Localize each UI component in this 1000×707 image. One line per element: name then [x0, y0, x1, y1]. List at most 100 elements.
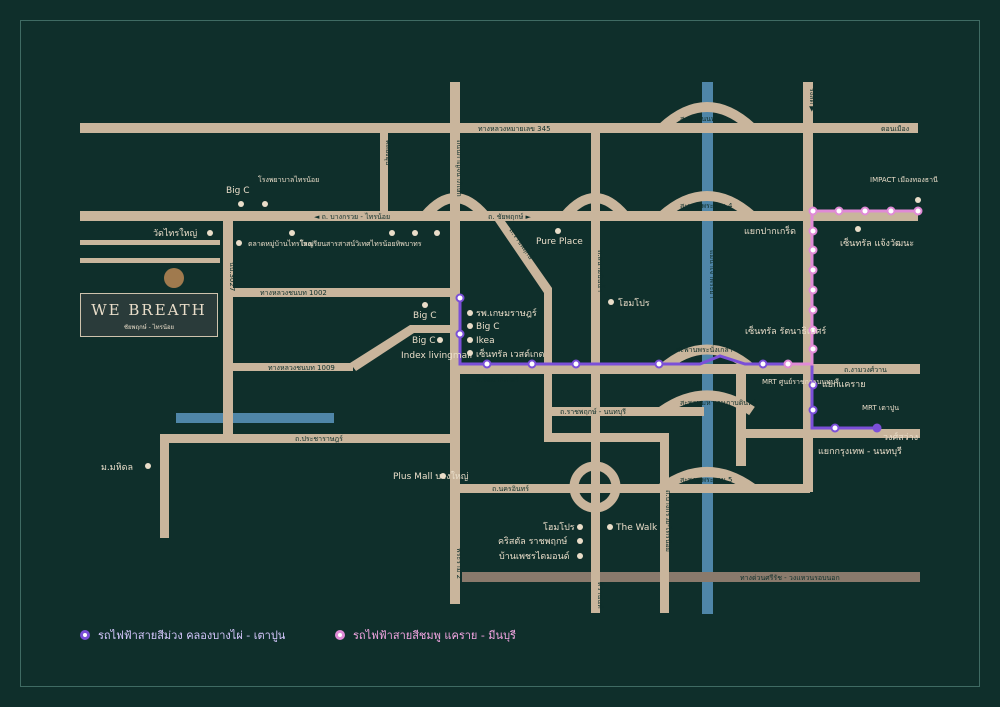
poi-dot: [608, 299, 614, 305]
purple-station: [455, 293, 465, 303]
label-plus-mall: Plus Mall บางใหญ่: [393, 471, 469, 482]
poi-dot: [437, 337, 443, 343]
label-home-pro-2: โฮมโปร: [543, 522, 575, 533]
label-khlong-ub: คลองอุบ: [384, 140, 392, 165]
bridge-phra-ram5: [659, 467, 755, 493]
road-left-1: [80, 240, 220, 245]
purple-station: [482, 359, 492, 369]
poi-dot: [207, 230, 213, 236]
label-rangsit: รังสิต ▶: [808, 88, 816, 112]
label-ratchaphruek-nonthaburi: ถ.ราชพฤกษ์ - นนทบุรี: [560, 408, 626, 416]
poi-dot: [389, 230, 395, 236]
poi-dot: [577, 553, 583, 559]
legend-purple-line: รถไฟฟ้าสายสีม่วง คลองบางไผ่ - เตาปูน: [80, 626, 285, 644]
label-hospital2: รพ.เกษมราษฎร์: [476, 307, 537, 319]
poi-dot: [422, 302, 428, 308]
pink-station: [808, 226, 818, 236]
label-rd-1009: ทางหลวงชนบท 1009: [268, 364, 335, 372]
label-bridge-phra-ram5: สะพานพระราม 5: [680, 476, 732, 484]
purple-station: [808, 405, 818, 415]
label-kanchanaphisek: ถนนกาญจนาภิเษก: [455, 140, 463, 197]
label-the-walk: The Walk: [615, 523, 658, 533]
label-central-chaengwattana: เซ็นทรัล แจ้งวัฒนะ: [840, 236, 914, 249]
label-bangkruai-sainoi-vertical: ถ.บางกรวย-ไทรน้อย: [664, 490, 673, 552]
purple-line: [458, 298, 877, 430]
pink-station: [860, 206, 870, 216]
road-1002: [233, 288, 450, 297]
road-left-2: [80, 258, 220, 263]
pink-station: [808, 285, 818, 295]
poi-dot: [145, 463, 151, 469]
label-big-c-3: Big C: [476, 322, 500, 332]
road-nakhon-in: [460, 484, 810, 493]
label-market: ตลาดหมู่บ้านไทรใหญ่: [248, 239, 314, 248]
project-subtitle: ชัยพฤกษ์ - ไทรน้อย: [123, 324, 175, 331]
label-wat-sainoi: วัดไทรใหญ่: [153, 228, 198, 239]
pink-station: [808, 344, 818, 354]
label-chao-phraya: แม่น้ำเจ้าพระยา: [708, 250, 719, 299]
purple-station: [654, 359, 664, 369]
label-pure-place: Pure Place: [536, 237, 583, 247]
pink-station: [808, 325, 818, 335]
bridge-phra-ram4: [658, 191, 756, 220]
road-pracharat-vertical: [160, 434, 169, 538]
bridge-arc-1: [421, 193, 489, 220]
label-big-c-top: Big C: [226, 186, 250, 196]
poi-dot: [577, 524, 583, 530]
pink-station: [808, 305, 818, 315]
label-phra-ram2-left: พระราม 2: [455, 548, 463, 579]
purple-station: [830, 423, 840, 433]
label-index: Index livingmall: [401, 351, 472, 361]
label-sanambin-nam: ถ.สนามบินน้ำ: [596, 250, 607, 292]
label-nakhon-in: ถ.นครอินทร์: [492, 485, 529, 493]
purple-station: [758, 359, 768, 369]
poi-dot: [434, 230, 440, 236]
bridge-arc-2: [561, 193, 629, 220]
map-frame: [20, 20, 980, 687]
poi-dot: [555, 228, 561, 234]
poi-dot: [440, 473, 446, 479]
label-bridge-maha-chesada: สะพานมหาเจษฎาบดินทร์: [680, 399, 757, 407]
road-nb3027: [223, 221, 233, 438]
label-ikea: Ikea: [476, 336, 495, 346]
poi-dot: [289, 230, 295, 236]
road-wongsawang: [746, 429, 920, 438]
project-name: WE BREATH: [91, 301, 207, 319]
label-wongsawang: วงศ์สว่าง: [883, 431, 918, 443]
road-kanchanaphisek: [450, 82, 460, 604]
label-bridge-phra-ram4: สะพานพระราม 4: [680, 202, 733, 210]
label-rd-1002: ทางหลวงชนบท 1002: [260, 289, 327, 297]
legend-pink-label: รถไฟฟ้าสายสีชมพู แคราย - มีนบุรี: [353, 629, 516, 642]
label-big-c-mid: Big C: [413, 311, 437, 321]
label-baan-diamond: บ้านเพชรไดมอนด์: [499, 550, 570, 562]
poi-dot: [467, 350, 473, 356]
label-big-c-mid2: Big C: [412, 336, 436, 346]
road-right-stub: [736, 374, 746, 466]
road-rattanathibet: [460, 364, 920, 374]
label-tiwanon: ติวานนท์: [596, 582, 604, 609]
legend-pink-line: รถไฟฟ้าสายสีชมพู แคราย - มีนบุรี: [335, 626, 516, 644]
pink-station: [808, 265, 818, 275]
purple-station: [808, 380, 818, 390]
road-khlong-ub: [380, 133, 388, 211]
poi-dot: [915, 197, 921, 203]
expressway-outer-ring: [462, 572, 920, 582]
project-brand-box: WE BREATH ชัยพฤกษ์ - ไทรน้อย: [80, 293, 218, 337]
road-tiwanon: [803, 82, 813, 492]
poi-dot: [855, 226, 861, 232]
label-highway-345: ทางหลวงหมายเลข 345: [478, 125, 551, 133]
pink-station: [913, 206, 923, 216]
label-rattanathibet: ถ.รัตนาธิเบศร์: [476, 376, 519, 384]
purple-station: [571, 359, 581, 369]
poi-dot: [607, 524, 613, 530]
label-bangkok-nonthaburi: แยกกรุงเทพ - นนทบุรี: [818, 446, 902, 457]
purple-station: [527, 359, 537, 369]
road-ratchaphruek-diagonal: [495, 221, 552, 440]
poi-dot: [412, 230, 418, 236]
label-expressway: ทางด่วนศรีรัช - วงแหวนรอบนอก: [740, 574, 840, 582]
label-nb3027: นบ.3027: [228, 262, 236, 291]
purple-line-icon: [80, 630, 90, 640]
label-pracharat: ถ.ประชาราษฎร์: [295, 435, 343, 443]
